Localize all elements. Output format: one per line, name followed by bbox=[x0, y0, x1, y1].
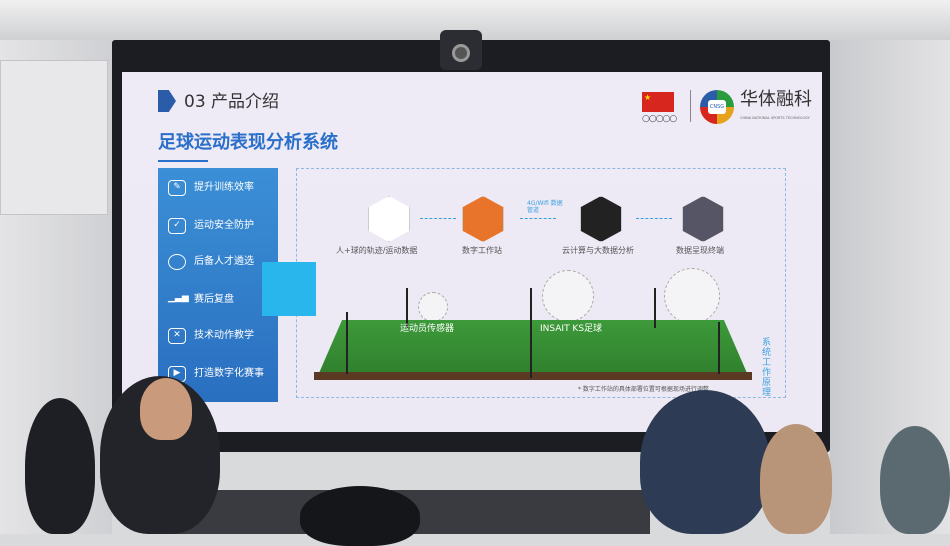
decorative-square bbox=[262, 262, 316, 316]
flow-label: 数字工作站 bbox=[462, 246, 502, 255]
benefit-item: ▶打造数字化赛事 bbox=[168, 366, 264, 382]
search-icon bbox=[168, 254, 186, 270]
benefits-panel: ✎提升训练效率 ✓运动安全防护 后备人才遴选 ▁▃▅赛后复盘 ✕技术动作教学 ▶… bbox=[158, 168, 278, 402]
flow-label: 数据呈现终端 bbox=[676, 246, 724, 255]
football-field bbox=[316, 320, 750, 380]
logo-divider bbox=[690, 90, 691, 122]
benefit-item: ✕技术动作教学 bbox=[168, 328, 254, 344]
camera-lens bbox=[452, 44, 470, 62]
section-marker-icon bbox=[158, 90, 176, 112]
sensor-pole bbox=[346, 312, 348, 374]
brand-logo: CNSG bbox=[700, 90, 734, 124]
flow-arrow bbox=[636, 218, 672, 219]
sensor-callout bbox=[418, 292, 448, 322]
benefit-item: ✓运动安全防护 bbox=[168, 218, 254, 234]
section-title: 03 产品介绍 bbox=[184, 92, 280, 112]
teaching-board-icon: ✕ bbox=[168, 328, 186, 344]
lightbulb-icon: ✎ bbox=[168, 180, 186, 196]
deployment-note: * 数字工作站的具体部署位置可根据现场进行调整 bbox=[578, 386, 709, 393]
cloud-node bbox=[580, 196, 622, 242]
china-flag-icon: ★ bbox=[642, 92, 674, 112]
ball-sensor-node bbox=[368, 196, 410, 242]
presentation-slide: 03 产品介绍 ★ ○○○○○ CNSG 华体融科 CHINA NATIONAL… bbox=[122, 72, 822, 432]
sensor-pole bbox=[406, 288, 408, 328]
vertical-label: 系统工作原理 bbox=[762, 338, 772, 398]
title-underline bbox=[158, 160, 208, 162]
bar-chart-icon: ▁▃▅ bbox=[168, 293, 189, 303]
benefit-item: ✎提升训练效率 bbox=[168, 180, 254, 196]
flow-arrow bbox=[520, 218, 556, 219]
olympic-rings-icon: ○○○○○ bbox=[642, 114, 677, 124]
sensor-label: 运动员传感器 bbox=[400, 324, 455, 334]
flow-label: 云计算与大数据分析 bbox=[562, 246, 634, 255]
workstation-callout bbox=[664, 268, 720, 324]
workstation-node bbox=[462, 196, 504, 242]
ball-label: INSAIT KS足球 bbox=[540, 324, 603, 334]
ball-callout bbox=[542, 270, 594, 322]
link-label: 4G/Wifi 数据管道 bbox=[527, 200, 563, 214]
flow-label: 人+球的轨迹/运动数据 bbox=[336, 246, 418, 255]
attendee bbox=[640, 390, 770, 534]
attendee bbox=[25, 398, 95, 534]
terminal-node bbox=[682, 196, 724, 242]
brand-subtitle: CHINA NATIONAL SPORTS TECHNOLOGY bbox=[740, 116, 810, 120]
attendee bbox=[880, 426, 950, 534]
ceiling-camera bbox=[440, 30, 482, 70]
sensor-pole bbox=[718, 322, 720, 374]
attendee bbox=[760, 424, 832, 534]
benefit-item: 后备人才遴选 bbox=[168, 254, 254, 270]
field-soil bbox=[314, 372, 752, 380]
brand-name: 华体融科 bbox=[740, 89, 812, 110]
slide-title: 足球运动表现分析系统 bbox=[158, 132, 338, 153]
shield-check-icon: ✓ bbox=[168, 218, 186, 234]
sensor-pole bbox=[654, 288, 656, 328]
sensor-pole bbox=[530, 288, 532, 378]
flow-arrow bbox=[420, 218, 456, 219]
benefit-item: ▁▃▅赛后复盘 bbox=[168, 292, 234, 308]
wall-panel bbox=[0, 60, 108, 215]
attendee-head bbox=[300, 486, 420, 546]
presenter-face bbox=[140, 378, 192, 440]
